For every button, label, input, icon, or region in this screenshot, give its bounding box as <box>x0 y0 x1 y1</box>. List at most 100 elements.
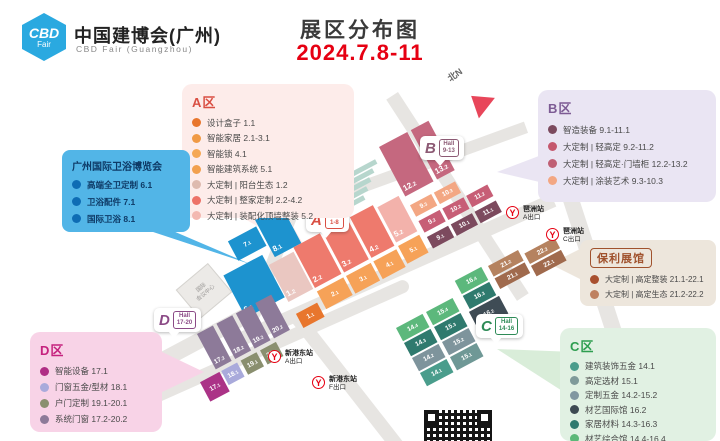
legend-b-title: B区 <box>548 101 573 116</box>
brand-name-en: CBD Fair (Guangzhou) <box>76 44 193 54</box>
logo-text-top: CBD <box>28 24 60 41</box>
legend-dot-icon <box>40 382 49 392</box>
legend-dot-icon <box>192 164 201 174</box>
metro-logo-icon: Y <box>312 376 325 389</box>
legend-item: 智能建筑系统 5.1 <box>192 162 344 178</box>
legend-bath-expo: 广州国际卫浴博览会 高端全卫定制 6.1 卫浴配件 7.1 国际卫浴 8.1 <box>62 150 190 232</box>
legend-item: 大定制 | 高定整装 21.1-22.1 <box>590 272 706 287</box>
legend-zone-d: D区 智能设备 17.1 门窗五金/型材 18.1 户门定制 19.1-20.1… <box>30 332 162 432</box>
metro-exit: Y 新港东站 A出口 <box>268 350 313 365</box>
legend-item: 大定制 | 轻高定 9.2-11.2 <box>548 138 706 155</box>
legend-dot-icon <box>40 366 49 376</box>
metro-exit: Y 琶洲站 A出口 <box>506 206 544 221</box>
metro-exit: Y 琶洲站 C出口 <box>546 228 584 243</box>
legend-dot-icon <box>548 159 557 168</box>
legend-item: 智能设备 17.1 <box>40 363 152 379</box>
metro-exit-label: A出口 <box>523 214 541 221</box>
legend-item: 高端全卫定制 6.1 <box>72 176 180 193</box>
page-title: 展区分布图 <box>300 19 420 42</box>
legend-item: 智能家居 2.1-3.1 <box>192 131 344 147</box>
legend-dot-icon <box>192 118 201 128</box>
qr-finder-icon <box>424 410 439 425</box>
legend-item: 材艺综合馆 14.4-16.4 <box>570 432 706 441</box>
legend-dot-icon <box>40 414 49 424</box>
legend-dot-icon <box>590 275 599 284</box>
legend-item: 智能锁 4.1 <box>192 146 344 162</box>
metro-logo-icon: Y <box>268 350 281 363</box>
brand-name-cn: 中国建博会(广州) <box>74 26 221 46</box>
legend-dot-icon <box>192 149 201 159</box>
legend-dot-icon <box>570 390 579 400</box>
legend-poly-title: 保利展馆 <box>590 248 652 268</box>
metro-station-name: 琶洲站 <box>523 206 544 213</box>
metro-station-name: 新港东站 <box>285 350 313 357</box>
legend-dot-icon <box>548 176 557 185</box>
legend-item: 智造装备 9.1-11.1 <box>548 121 706 138</box>
legend-dot-icon <box>192 211 201 221</box>
header: CBD Fair 中国建博会(广州) CBD Fair (Guangzhou) … <box>0 0 720 78</box>
zone-letter: A <box>311 211 322 229</box>
legend-poly-pavilion: 保利展馆 大定制 | 高定整装 21.1-22.1 大定制 | 高定生态 21.… <box>580 240 716 306</box>
legend-item: 家居材料 14.3-16.3 <box>570 417 706 432</box>
metro-station-name: 琶洲站 <box>563 228 584 235</box>
legend-a-title: A区 <box>192 95 217 110</box>
north-arrow-icon <box>463 85 495 119</box>
legend-item: 大定制 | 整家定制 2.2-4.2 <box>192 193 344 209</box>
legend-dot-icon <box>570 434 579 441</box>
legend-item: 定制五金 14.2-15.2 <box>570 388 706 403</box>
legend-dot-icon <box>192 133 201 143</box>
legend-dot-icon <box>72 214 81 223</box>
zone-letter: C <box>481 317 492 335</box>
legend-dot-icon <box>192 180 201 190</box>
legend-bath-title: 广州国际卫浴博览会 <box>72 162 162 173</box>
legend-dot-icon <box>40 398 49 408</box>
event-date: 2024.7.8-11 <box>296 40 424 65</box>
legend-item: 大定制 | 涂装艺术 9.3-10.3 <box>548 172 706 189</box>
qr-finder-icon <box>477 410 492 425</box>
legend-d-title: D区 <box>40 343 65 358</box>
legend-dot-icon <box>590 290 599 299</box>
legend-dot-icon <box>570 361 579 371</box>
metro-exit-label: A出口 <box>285 358 303 365</box>
legend-item: 设计盒子 1.1 <box>192 115 344 131</box>
legend-item: 高定选材 15.1 <box>570 374 706 389</box>
legend-item: 大定制 | 装配化顶墙整装 5.2 <box>192 208 344 224</box>
metro-exit-label: C出口 <box>563 236 581 243</box>
legend-item: 卫浴配件 7.1 <box>72 193 180 210</box>
metro-exit-label: F出口 <box>329 384 346 391</box>
legend-dot-icon <box>548 125 557 134</box>
legend-zone-c: C区 建筑装饰五金 14.1 高定选材 15.1 定制五金 14.2-15.2 … <box>560 328 716 441</box>
legend-item: 材艺国际馆 16.2 <box>570 403 706 418</box>
legend-item: 系统门窗 17.2-20.2 <box>40 411 152 427</box>
legend-item: 大定制 | 高定生态 21.2-22.2 <box>590 287 706 302</box>
legend-item: 国际卫浴 8.1 <box>72 210 180 227</box>
legend-dot-icon <box>570 419 579 429</box>
legend-dot-icon <box>72 197 81 206</box>
legend-item: 建筑装饰五金 14.1 <box>570 359 706 374</box>
qr-code <box>424 410 492 441</box>
legend-c-title: C区 <box>570 339 595 354</box>
legend-zone-b: B区 智造装备 9.1-11.1 大定制 | 轻高定 9.2-11.2 大定制 … <box>538 90 716 202</box>
zone-letter: B <box>425 139 436 157</box>
legend-dot-icon <box>72 180 81 189</box>
metro-logo-icon: Y <box>506 206 519 219</box>
logo-text-bottom: Fair <box>37 39 51 49</box>
legend-item: 大定制 | 轻高定·门墙柜 12.2-13.2 <box>548 155 706 172</box>
metro-exit: Y 新港东站 F出口 <box>312 376 357 391</box>
legend-dot-icon <box>570 405 579 415</box>
legend-dot-icon <box>548 142 557 151</box>
metro-logo-icon: Y <box>546 228 559 241</box>
legend-item: 门窗五金/型材 18.1 <box>40 379 152 395</box>
zone-letter: D <box>159 311 170 329</box>
legend-item: 户门定制 19.1-20.1 <box>40 395 152 411</box>
legend-dot-icon <box>570 376 579 386</box>
legend-item: 大定制 | 阳台生态 1.2 <box>192 177 344 193</box>
metro-station-name: 新港东站 <box>329 376 357 383</box>
